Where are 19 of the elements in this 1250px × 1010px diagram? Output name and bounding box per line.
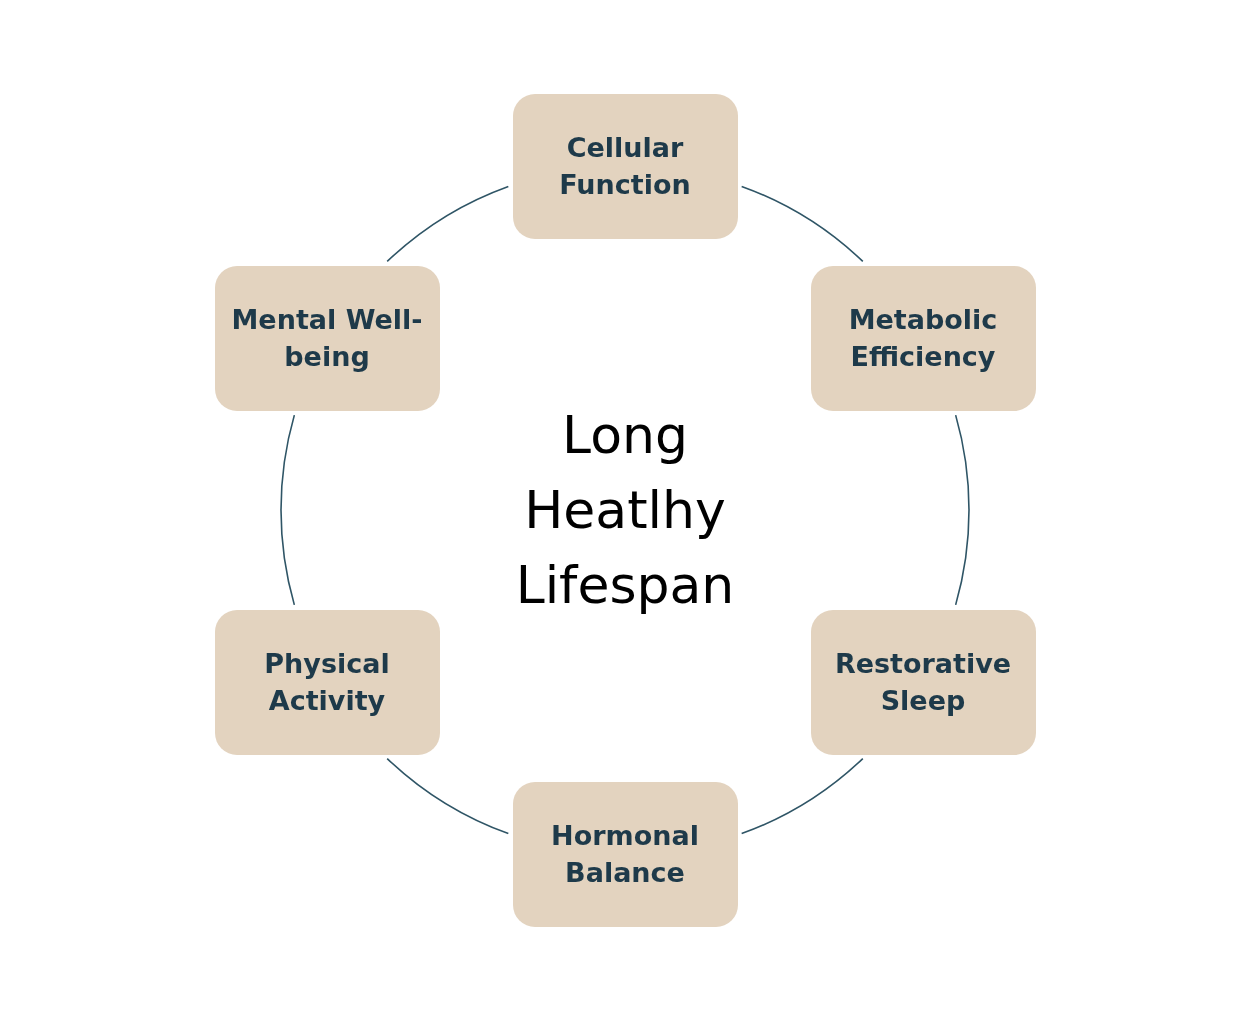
connector-arc — [386, 757, 510, 835]
factor-box — [214, 609, 440, 755]
factor-box — [810, 265, 1036, 411]
factor-label: Cellular Function — [558, 131, 692, 202]
factor-label: Metabolic Efficiency — [847, 303, 999, 374]
factor-box — [512, 93, 738, 239]
connector-arc — [740, 757, 864, 835]
factor-label: Restorative Sleep — [833, 647, 1013, 718]
factor-box — [810, 609, 1036, 755]
connector-arc — [954, 414, 970, 606]
connector-arc — [386, 185, 510, 263]
factor-box — [512, 781, 738, 927]
factor-label: Hormonal Balance — [550, 819, 700, 890]
factor-box — [214, 265, 440, 411]
factor-label: Mental Well-being — [230, 303, 424, 374]
center-heading: Long Heatlhy Lifespan — [514, 404, 736, 617]
connector-arc — [740, 185, 864, 263]
factor-label: Physical Activity — [263, 647, 391, 718]
connector-arc — [280, 414, 296, 606]
